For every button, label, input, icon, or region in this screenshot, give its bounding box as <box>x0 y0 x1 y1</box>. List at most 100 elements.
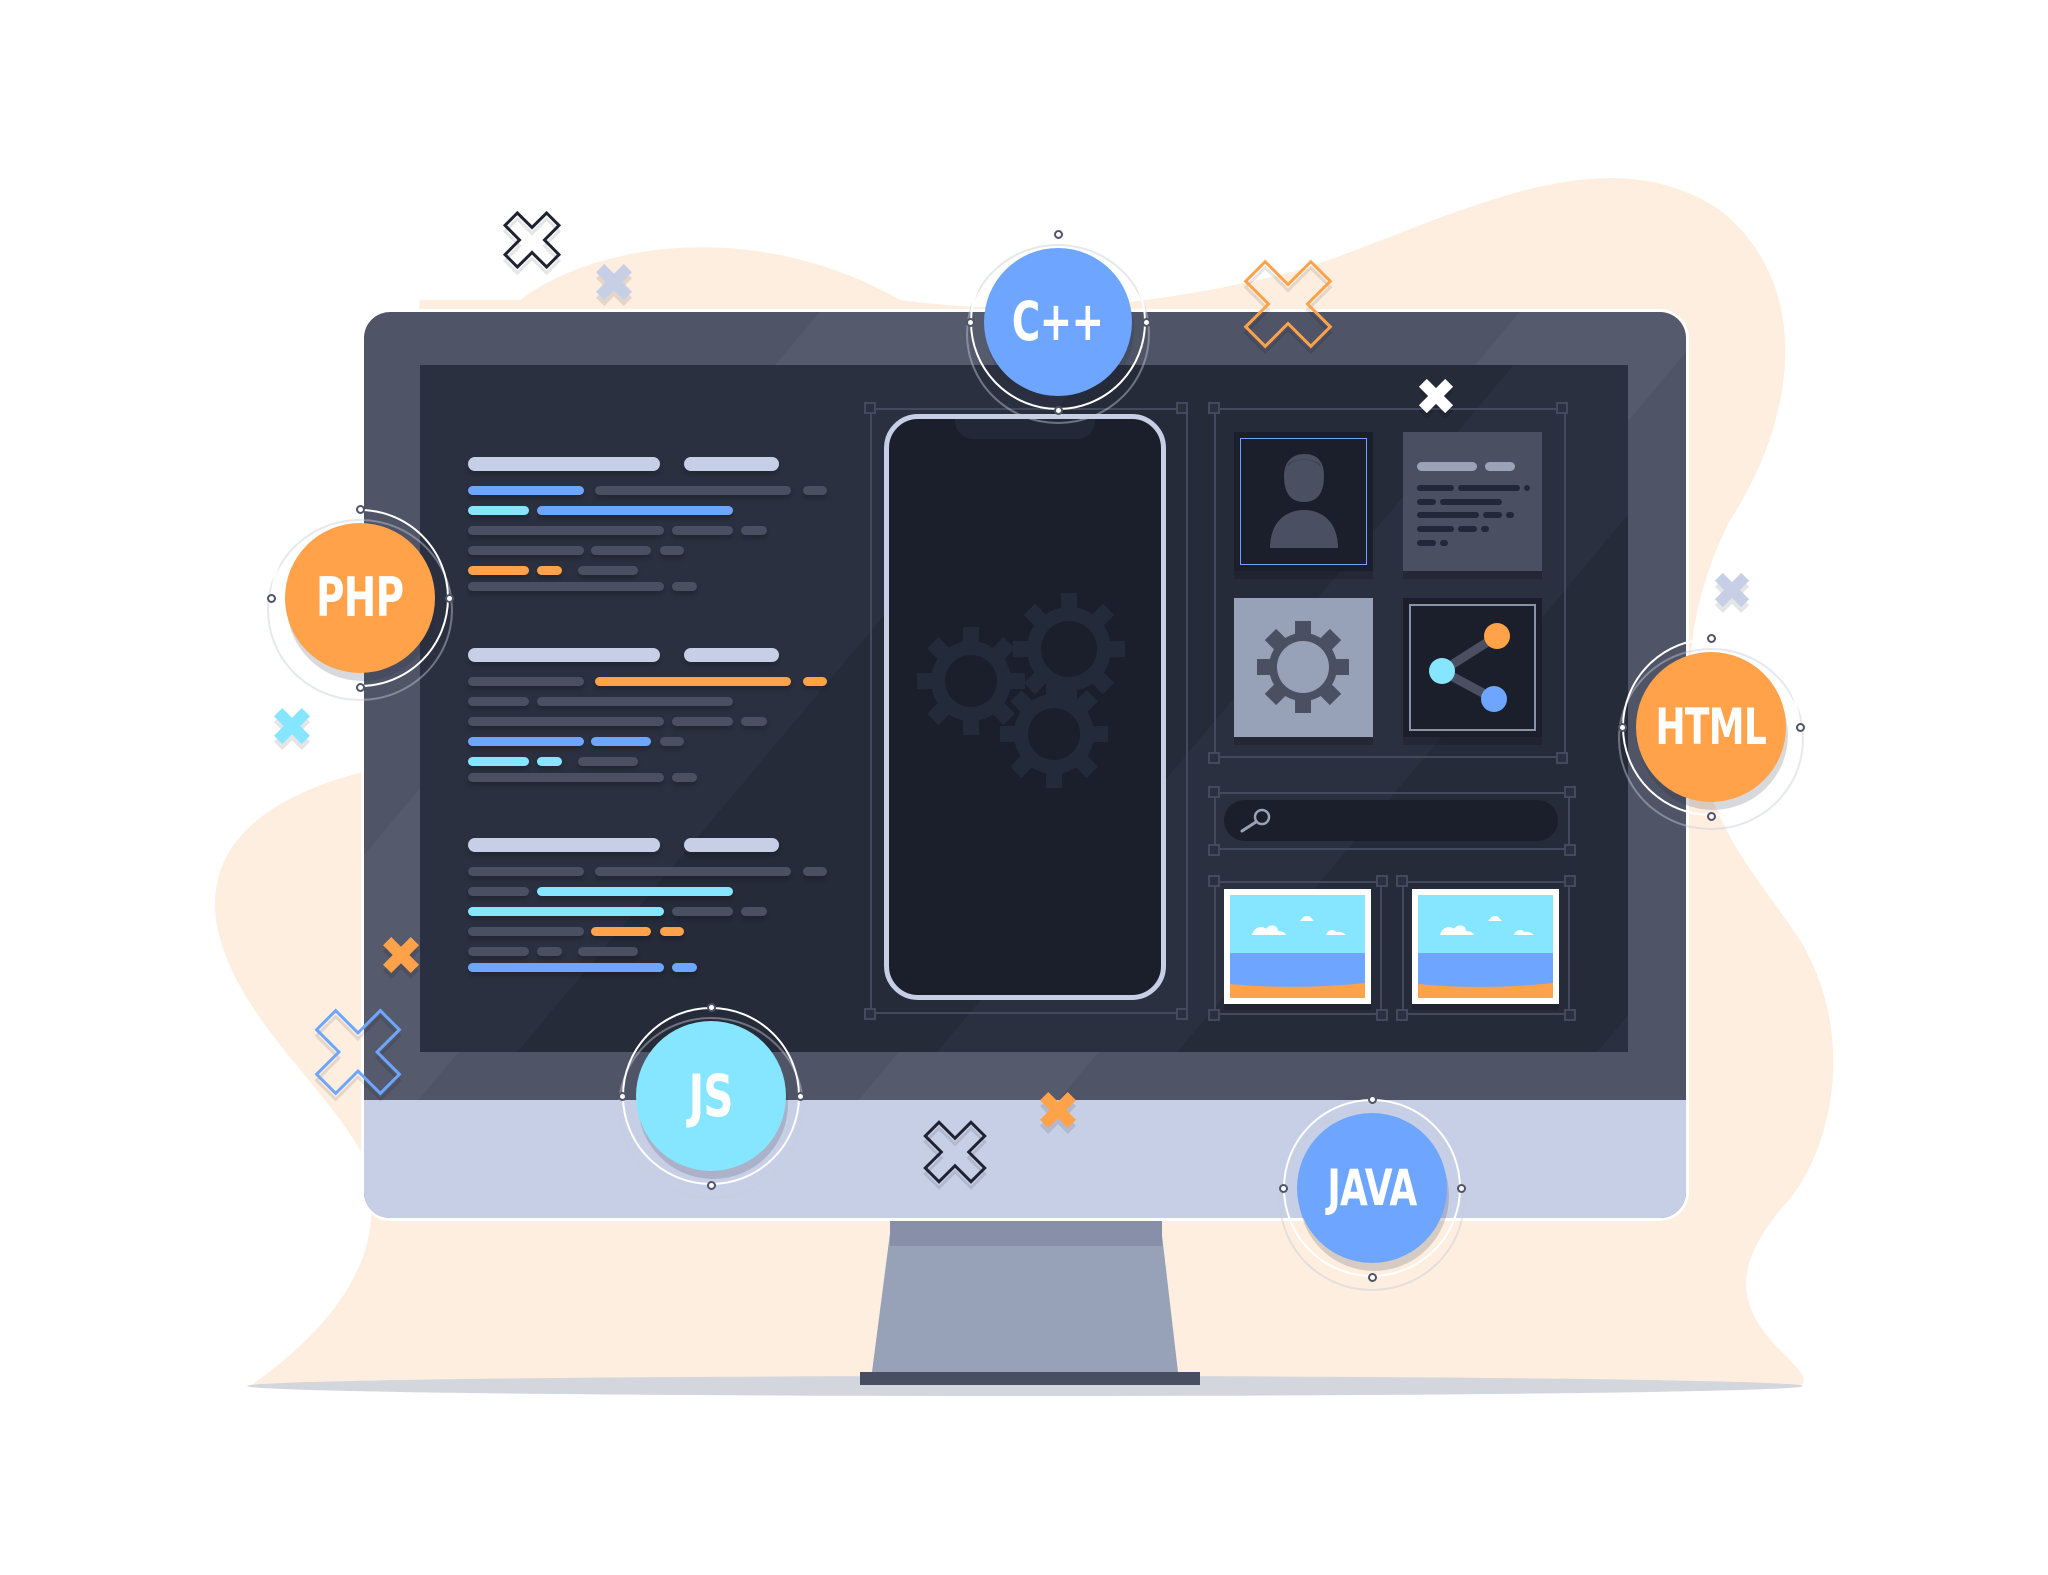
ring-anchor-handle[interactable] <box>1367 1094 1377 1104</box>
x-mark-icon <box>314 1008 402 1102</box>
code-line-segment <box>741 526 767 535</box>
selection-handle[interactable] <box>1376 875 1388 887</box>
selection-handle[interactable] <box>1208 1009 1220 1021</box>
ring-anchor-handle[interactable] <box>1053 405 1063 415</box>
code-line-segment <box>468 907 664 916</box>
code-line-segment <box>591 737 651 746</box>
badge-js[interactable]: JS <box>617 1002 805 1199</box>
ring-anchor-handle[interactable] <box>1706 633 1716 643</box>
image-thumbnail[interactable] <box>1224 889 1371 1004</box>
text-tile[interactable] <box>1403 432 1542 571</box>
code-line-segment <box>468 506 529 515</box>
code-block-title <box>468 457 660 471</box>
ring-anchor-handle[interactable] <box>1795 722 1805 732</box>
image-selection-frame <box>1214 881 1382 1015</box>
selection-handle[interactable] <box>1208 844 1220 856</box>
ring-anchor-handle[interactable] <box>706 1180 716 1190</box>
ring-anchor-handle[interactable] <box>1617 722 1627 732</box>
code-line-segment <box>468 486 584 495</box>
ring-anchor-handle[interactable] <box>1367 1272 1377 1282</box>
selection-handle[interactable] <box>1556 752 1568 764</box>
components-selection-frame <box>1214 408 1566 758</box>
selection-handle[interactable] <box>1208 875 1220 887</box>
code-block-title <box>468 838 660 852</box>
phone-notch <box>955 419 1095 439</box>
selection-handle[interactable] <box>1564 875 1576 887</box>
profile-tile[interactable] <box>1234 432 1373 571</box>
code-line-segment <box>468 677 584 686</box>
code-line-segment <box>468 737 584 746</box>
code-line-segment <box>578 566 638 575</box>
ring-anchor-handle[interactable] <box>1053 229 1063 239</box>
ring-anchor-handle[interactable] <box>266 593 276 603</box>
selection-handle[interactable] <box>1556 402 1568 414</box>
code-line-segment <box>595 677 791 686</box>
badge-php[interactable]: PHP <box>266 504 454 701</box>
x-mark-icon <box>1243 259 1333 355</box>
ring-anchor-handle[interactable] <box>1278 1183 1288 1193</box>
code-line-segment <box>468 757 529 766</box>
selection-handle[interactable] <box>1376 1009 1388 1021</box>
selection-handle[interactable] <box>1208 752 1220 764</box>
badge-circle: JS <box>636 1021 786 1171</box>
share-tile[interactable] <box>1403 598 1542 737</box>
selection-handle[interactable] <box>1176 1008 1188 1020</box>
x-mark-icon <box>923 1120 987 1190</box>
monitor-stand <box>860 1218 1200 1385</box>
code-line-segment <box>468 697 529 706</box>
badge-cpp[interactable]: C++ <box>965 229 1151 424</box>
code-line-segment <box>468 963 664 972</box>
selection-handle[interactable] <box>1176 402 1188 414</box>
badge-label: JS <box>688 1062 734 1130</box>
x-mark-icon <box>596 264 632 306</box>
code-line-segment <box>660 546 684 555</box>
badge-circle: HTML <box>1636 652 1786 802</box>
badge-html[interactable]: HTML <box>1617 633 1805 830</box>
code-line-segment <box>741 717 767 726</box>
code-line-segment <box>672 582 697 591</box>
selection-handle[interactable] <box>1564 1009 1576 1021</box>
share-icon <box>1429 623 1510 712</box>
code-line-segment <box>803 486 827 495</box>
selection-handle[interactable] <box>864 1008 876 1020</box>
search-input[interactable] <box>1224 800 1558 841</box>
selection-handle[interactable] <box>1208 402 1220 414</box>
ring-anchor-handle[interactable] <box>965 317 975 327</box>
code-line-segment <box>672 907 733 916</box>
ring-anchor-handle[interactable] <box>706 1002 716 1012</box>
ring-anchor-handle[interactable] <box>617 1091 627 1101</box>
badge-label: C++ <box>1012 290 1104 353</box>
code-block-title <box>468 648 660 662</box>
landscape-image-icon <box>1230 895 1365 998</box>
code-line-segment <box>803 867 827 876</box>
code-line-segment <box>672 963 697 972</box>
settings-tile[interactable] <box>1234 598 1373 737</box>
badge-java[interactable]: JAVA <box>1278 1094 1466 1291</box>
selection-handle[interactable] <box>1396 1009 1408 1021</box>
code-line-segment <box>595 486 791 495</box>
code-line-segment <box>468 566 529 575</box>
selection-handle[interactable] <box>1208 786 1220 798</box>
ring-anchor-handle[interactable] <box>1456 1183 1466 1193</box>
code-line-segment <box>578 947 638 956</box>
ring-anchor-handle[interactable] <box>355 504 365 514</box>
image-thumbnail[interactable] <box>1412 889 1559 1004</box>
code-line-segment <box>660 737 684 746</box>
code-line-segment <box>591 927 651 936</box>
selection-handle[interactable] <box>1564 786 1576 798</box>
code-line-segment <box>672 773 697 782</box>
code-line-segment <box>595 867 791 876</box>
code-line-segment <box>468 582 664 591</box>
selection-handle[interactable] <box>1396 875 1408 887</box>
search-selection-frame <box>1214 792 1570 850</box>
ring-anchor-handle[interactable] <box>444 593 454 603</box>
selection-handle[interactable] <box>1564 844 1576 856</box>
ring-anchor-handle[interactable] <box>355 682 365 692</box>
code-line-segment <box>578 757 638 766</box>
code-line-segment <box>537 947 562 956</box>
ring-anchor-handle[interactable] <box>795 1091 805 1101</box>
selection-handle[interactable] <box>864 402 876 414</box>
ring-anchor-handle[interactable] <box>1141 317 1151 327</box>
badge-label: JAVA <box>1327 1159 1417 1217</box>
ring-anchor-handle[interactable] <box>1706 811 1716 821</box>
